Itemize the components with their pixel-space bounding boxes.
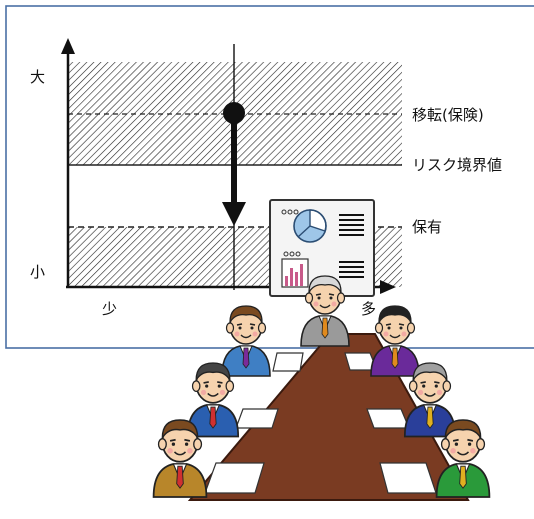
attendee-right-1 bbox=[370, 305, 420, 377]
frame-border bbox=[5, 5, 534, 349]
x-axis-high-label: 多 bbox=[361, 300, 377, 318]
attendee-right-2 bbox=[403, 362, 457, 438]
reduction-arrow-head bbox=[222, 202, 246, 226]
text-lines-icon bbox=[339, 214, 364, 278]
y-axis-high-label: 大 bbox=[30, 68, 46, 86]
risk-threshold-label: リスク境界値 bbox=[412, 156, 503, 174]
x-axis-arrow bbox=[380, 280, 396, 294]
y-axis-arrow bbox=[61, 38, 75, 54]
retain-label: 保有 bbox=[412, 218, 443, 236]
conference-table bbox=[187, 333, 470, 501]
transfer-insurance-label: 移転(保険) bbox=[412, 106, 484, 124]
x-axis-low-label: 少 bbox=[102, 300, 118, 318]
risk-point bbox=[223, 102, 245, 124]
pie-chart-icon bbox=[293, 209, 327, 243]
presentation-board bbox=[269, 199, 375, 297]
bar-chart-icon bbox=[281, 258, 309, 288]
attendee-left-3 bbox=[152, 419, 208, 498]
presenter bbox=[300, 275, 350, 347]
attendee-left-2 bbox=[186, 362, 240, 438]
meeting-attendees bbox=[152, 275, 491, 498]
table-papers bbox=[204, 352, 437, 494]
y-axis-low-label: 小 bbox=[30, 263, 46, 281]
attendee-right-3 bbox=[435, 419, 491, 498]
attendee-left-1 bbox=[221, 305, 271, 377]
